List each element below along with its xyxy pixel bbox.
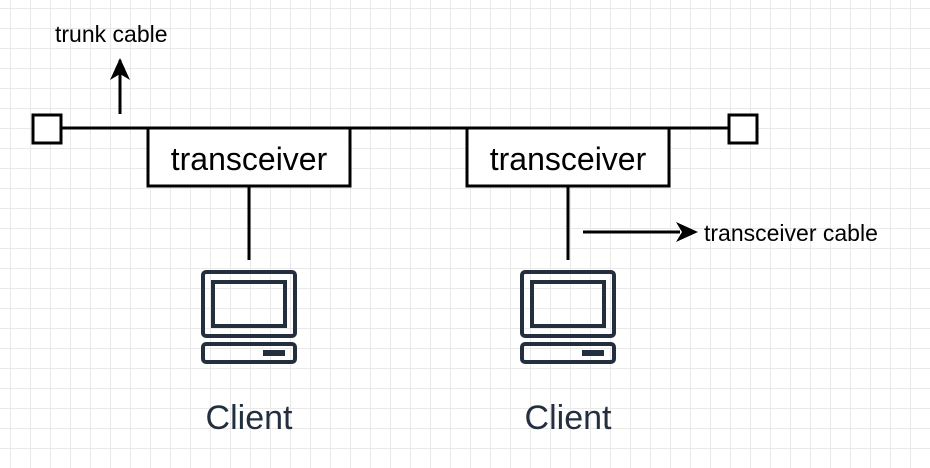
trunk-cable-arrowhead (110, 58, 130, 80)
terminator-right (727, 113, 759, 145)
transceiver-cable-label: transceiver cable (704, 220, 878, 246)
transceiver-label-1: transceiver (171, 141, 328, 177)
terminator-left (31, 113, 63, 145)
desktop-computer-icon (520, 270, 616, 364)
transceiver-label-2: transceiver (490, 141, 647, 177)
transceiver-box-1 (146, 126, 352, 188)
trunk-cable-label: trunk cable (55, 21, 168, 47)
desktop-computer-icon (201, 270, 297, 364)
client-label-1: Client (206, 399, 293, 437)
client-label-2: Client (525, 399, 612, 437)
transceiver-cable-arrowhead (676, 222, 698, 242)
